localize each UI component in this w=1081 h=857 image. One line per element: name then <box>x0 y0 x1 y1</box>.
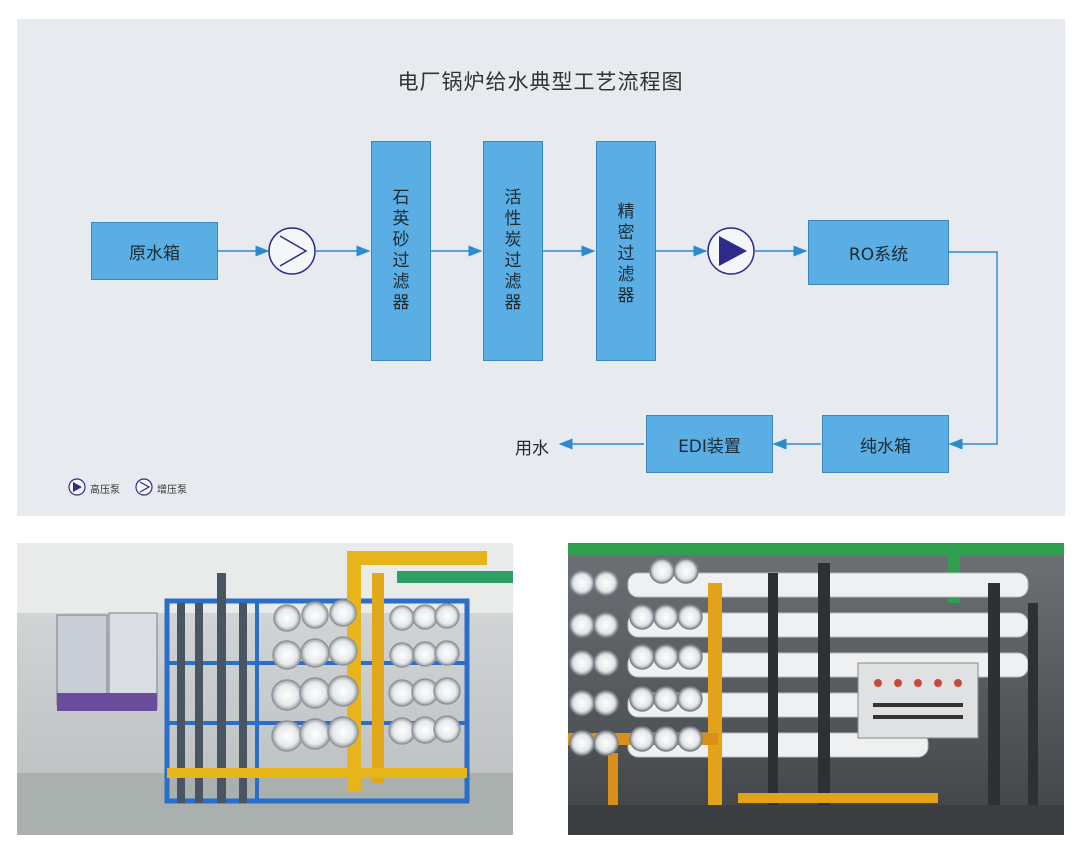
char: 器 <box>617 286 635 306</box>
node-precision-filter: 精 密 过 滤 器 <box>596 141 656 361</box>
ro-equipment-photo-left <box>17 543 513 835</box>
char: 精 <box>617 202 635 222</box>
flow-connectors <box>68 227 998 496</box>
char: 英 <box>392 209 410 229</box>
char: 炭 <box>504 230 522 250</box>
output-use-water: 用水 <box>515 439 549 459</box>
node-pure-water-tank: 纯水箱 <box>822 415 949 473</box>
high-pressure-pump-icon <box>707 227 755 275</box>
node-edi-device: EDI装置 <box>646 415 773 473</box>
char: 器 <box>504 293 522 313</box>
node-quartz-sand-filter: 石 英 砂 过 滤 器 <box>371 141 431 361</box>
node-activated-carbon-filter: 活 性 炭 过 滤 器 <box>483 141 543 361</box>
legend-high-pressure-pump-icon <box>68 478 86 496</box>
ro-equipment-photo-right <box>568 543 1064 835</box>
char: 砂 <box>392 230 410 250</box>
node-pure-water-tank-label: 纯水箱 <box>860 436 911 457</box>
char: 过 <box>617 244 635 264</box>
booster-pump-icon <box>268 227 316 275</box>
char: 过 <box>392 251 410 271</box>
node-raw-water-tank-label: 原水箱 <box>129 243 180 264</box>
diagram-title: 电厂锅炉给水典型工艺流程图 <box>397 70 684 94</box>
char: 过 <box>504 251 522 271</box>
char: 活 <box>504 188 522 208</box>
node-ro-system-label: RO系统 <box>848 245 909 265</box>
legend-booster-pump-label: 增压泵 <box>157 485 187 496</box>
legend-high-pressure-pump-label: 高压泵 <box>90 485 120 496</box>
node-ro-system: RO系统 <box>808 220 949 285</box>
node-raw-water-tank: 原水箱 <box>91 222 218 280</box>
node-edi-device-label: EDI装置 <box>678 436 741 457</box>
arrow-ro-to-puretank <box>948 251 998 450</box>
char: 性 <box>504 209 522 229</box>
char: 器 <box>392 293 410 313</box>
char: 滤 <box>392 272 410 292</box>
char: 滤 <box>617 265 635 285</box>
char: 滤 <box>504 272 522 292</box>
char: 石 <box>392 188 410 208</box>
legend-booster-pump-icon <box>135 478 153 496</box>
char: 密 <box>617 223 635 243</box>
